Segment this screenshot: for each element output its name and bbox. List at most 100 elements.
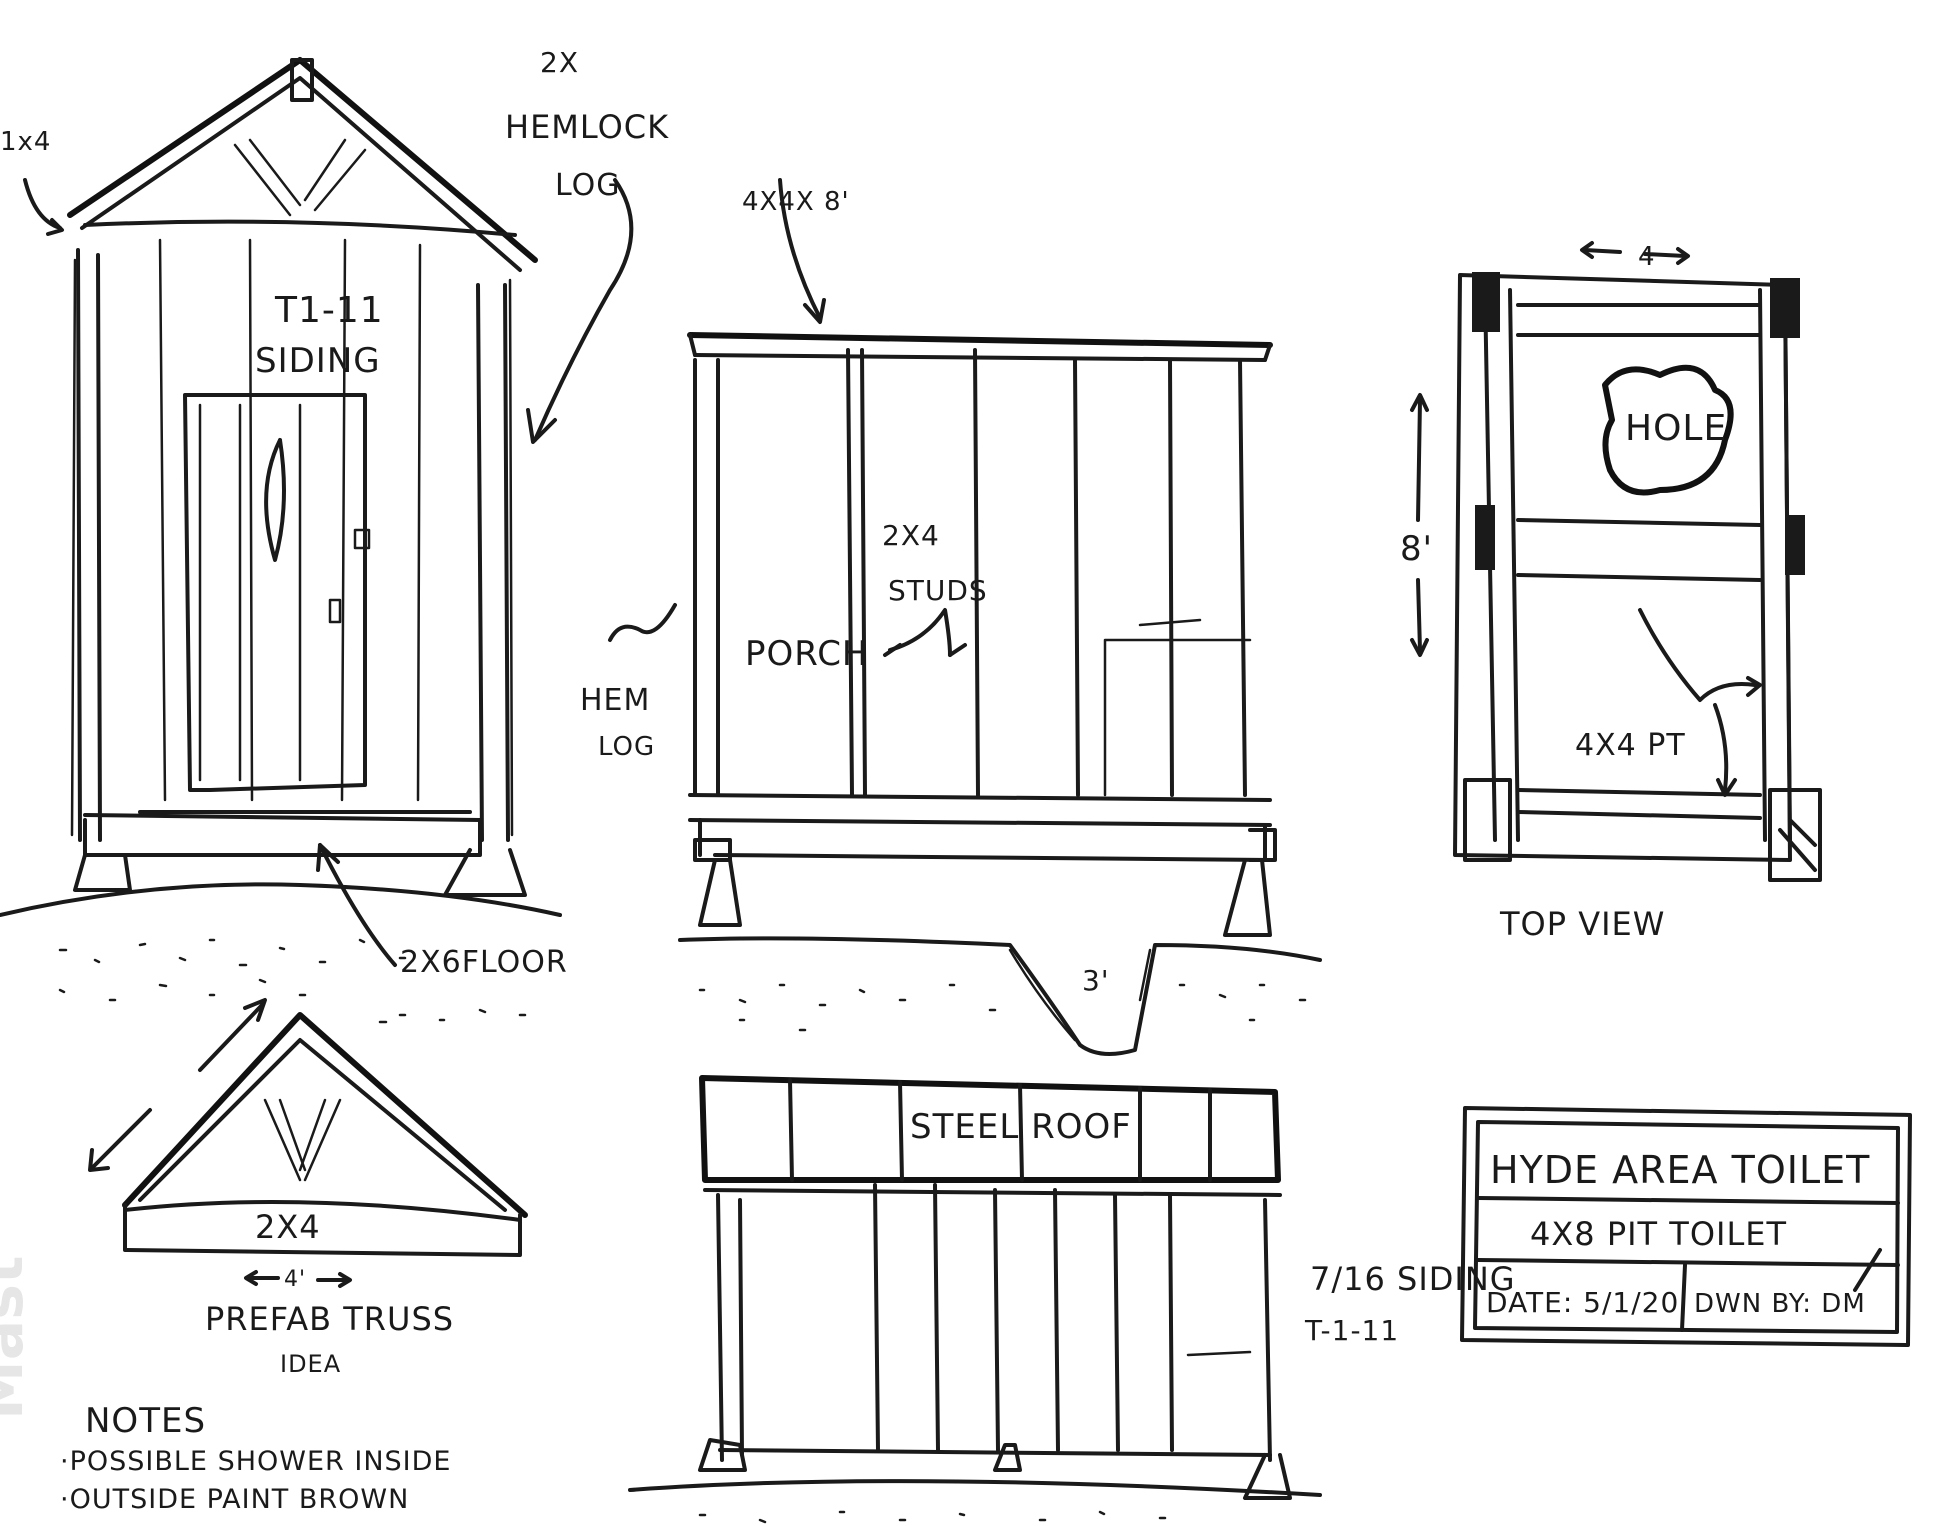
title-block: HYDE AREA TOILET 4X8 PIT TOILET DATE: 5/…	[1460, 1106, 1912, 1347]
left-foot	[73, 853, 132, 892]
rear-floor-line	[718, 1448, 1272, 1457]
prefab-truss-view: 2X4 4' PREFAB TRUSS IDEA	[88, 998, 528, 1378]
caption-prefab-truss: PREFAB TRUSS	[205, 1300, 454, 1338]
door	[183, 393, 367, 792]
label-2x6-floor: 2X6FLOOR	[400, 945, 568, 980]
notes-block: NOTES ·POSSIBLE SHOWER INSIDE ·OUTSIDE P…	[60, 1401, 451, 1515]
side-window	[1103, 618, 1252, 797]
title-block-outer	[1460, 1106, 1912, 1347]
top-view-cross-members	[1516, 518, 1762, 582]
rear-right-post	[1263, 1198, 1272, 1462]
right-post	[476, 283, 510, 842]
label-t-1-11: T-1-11	[1304, 1314, 1399, 1347]
note-paint: ·OUTSIDE PAINT BROWN	[60, 1484, 409, 1515]
rear-foot-left	[698, 1438, 747, 1472]
roof-ribs	[788, 1078, 1212, 1182]
truss-bottom-chord	[123, 1203, 522, 1257]
left-footing	[698, 858, 742, 927]
note-shower: ·POSSIBLE SHOWER INSIDE	[60, 1446, 451, 1477]
length-dimension	[1416, 398, 1422, 652]
label-porch: PORCH	[745, 634, 869, 674]
corner-post-tl	[1472, 272, 1500, 332]
label-post-size: 4X4X 8'	[742, 187, 850, 217]
label-2x4: 2X4	[882, 519, 940, 552]
title-block-dividers	[1476, 1196, 1900, 1267]
corner-post-tr	[1770, 278, 1800, 338]
stud-1	[846, 348, 867, 797]
floor-joist	[688, 793, 1272, 827]
arrow-post	[778, 178, 822, 320]
label-hemlock-2x: 2X	[540, 46, 579, 79]
faint-watermark: Mast	[0, 1255, 37, 1420]
pit-speckles	[698, 983, 1307, 1032]
label-t111: T1-11	[274, 290, 384, 331]
steel-roof	[699, 1075, 1281, 1183]
truss-webs	[263, 1098, 342, 1182]
outhouse-front-view: 1x4 2X HEMLOCK LOG T1-11 SIDING 2X6FLOOR	[0, 46, 669, 1024]
rear-ground-line	[628, 1479, 1322, 1497]
label-studs: STUDS	[888, 574, 988, 607]
mid-post-right	[1785, 515, 1805, 575]
pit-ground	[678, 936, 1322, 1056]
arrow-truss-up	[198, 1003, 264, 1072]
arrow-truss-down	[90, 1108, 152, 1170]
pit-hole	[1602, 364, 1734, 496]
rear-ground-speckles	[698, 1510, 1167, 1524]
arrow-hemlock-log	[533, 178, 634, 442]
label-hemlock-log: LOG	[555, 168, 621, 203]
right-footing	[1223, 858, 1272, 937]
title-text: HYDE AREA TOILET	[1490, 1148, 1870, 1192]
label-7-16-siding: 7/16 SIDING	[1310, 1260, 1516, 1298]
arrow-floor	[318, 843, 397, 967]
truss-chords	[122, 1012, 528, 1218]
arrow-studs	[888, 608, 952, 657]
top-view: 4 8' HOLE 4X4 PT TOP VIEW	[1400, 241, 1822, 943]
width-dimension	[1583, 248, 1687, 258]
corner-post-bl	[1463, 778, 1512, 862]
title-block-inner	[1473, 1120, 1900, 1334]
label-steel-roof: STEEL ROOF	[910, 1107, 1132, 1147]
stud-3	[1073, 358, 1080, 797]
label-hole: HOLE	[1625, 408, 1727, 449]
label-1x4: 1x4	[0, 127, 51, 157]
stud-4	[1168, 358, 1174, 797]
door-handle	[353, 528, 371, 550]
floor-line	[83, 810, 482, 822]
arrow-hem-log	[608, 603, 677, 642]
door-moon-cutout	[264, 438, 286, 562]
porch-post	[693, 358, 720, 797]
label-4x4-pt: 4X4 PT	[1575, 728, 1686, 763]
stud-2	[973, 348, 980, 797]
label-length: 8'	[1400, 529, 1433, 569]
corner-post-br	[1768, 788, 1822, 882]
left-post	[76, 248, 102, 842]
caption-top-view: TOP VIEW	[1499, 905, 1665, 943]
date-text: DATE: 5/1/20	[1486, 1286, 1679, 1319]
rear-elevation-view: STEEL ROOF 7/16 SIDING T-1-11	[628, 1075, 1516, 1524]
label-truss-2x4: 2X4	[255, 1208, 321, 1246]
rear-siding-boards	[873, 1183, 1174, 1452]
label-pit-depth: 3'	[1082, 964, 1110, 997]
caption-idea: IDEA	[280, 1350, 341, 1378]
side-elevation-view: 4X4X 8' PORCH 2X4 STUDS HEM LOG 3'	[580, 178, 1322, 1056]
top-plate	[687, 332, 1273, 348]
arrow-pt	[1638, 608, 1757, 702]
right-foot	[443, 848, 527, 897]
rear-foot-right	[1243, 1453, 1292, 1500]
label-siding: SIDING	[255, 341, 381, 381]
label-width: 4	[1638, 242, 1656, 272]
siding-board-lines	[158, 238, 422, 802]
label-hem: HEM	[580, 683, 650, 718]
stud-5	[1238, 358, 1247, 797]
label-hem-log: LOG	[598, 732, 655, 762]
mid-post-left	[1475, 505, 1495, 570]
label-truss-span: 4'	[284, 1267, 306, 1292]
notes-heading: NOTES	[85, 1401, 206, 1441]
label-hemlock: HEMLOCK	[505, 108, 669, 146]
rear-foot-middle	[993, 1443, 1022, 1472]
drawn-by-text: DWN BY: DM	[1694, 1289, 1866, 1319]
span-dimension	[246, 1276, 350, 1282]
top-view-outline	[1453, 273, 1792, 862]
